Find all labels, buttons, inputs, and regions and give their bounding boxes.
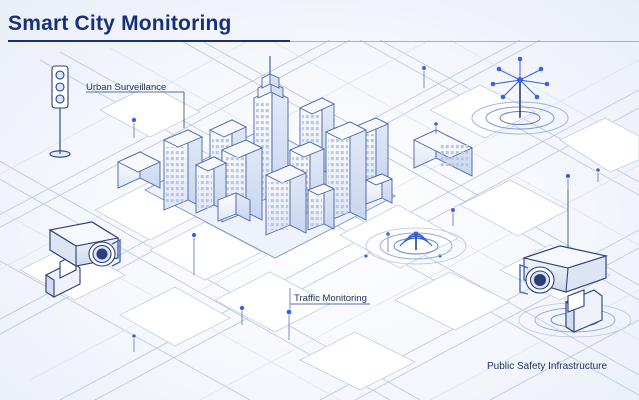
side-building-right bbox=[412, 129, 474, 177]
side-building-left bbox=[116, 151, 162, 189]
city-skyline-icon bbox=[144, 56, 396, 259]
traffic-light-icon bbox=[49, 65, 71, 158]
title-divider bbox=[290, 40, 639, 42]
page-title: Smart City Monitoring bbox=[8, 12, 232, 35]
title-underline bbox=[8, 40, 290, 42]
callout-lines bbox=[86, 91, 569, 312]
data-pins bbox=[130, 65, 601, 352]
security-camera-icon bbox=[45, 221, 121, 298]
urban-surveillance-label: Urban Surveillance bbox=[86, 82, 167, 93]
security-camera-icon bbox=[518, 245, 632, 338]
public-safety-label: Public Safety Infrastructure bbox=[487, 361, 608, 372]
traffic-monitoring-label: Traffic Monitoring bbox=[294, 293, 367, 304]
antenna-tower-icon bbox=[471, 56, 569, 135]
wireless-signal-icon bbox=[365, 227, 467, 265]
